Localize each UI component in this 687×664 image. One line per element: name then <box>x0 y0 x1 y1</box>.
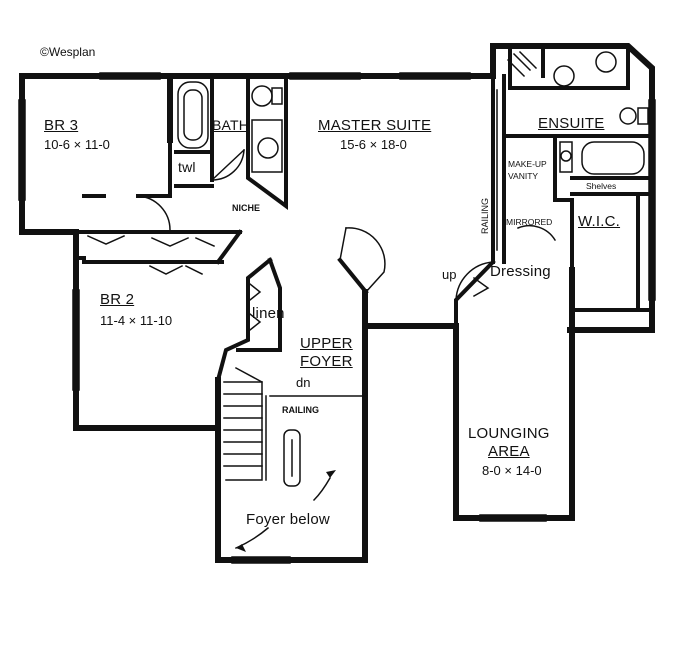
door-swings <box>87 148 557 332</box>
upper-foyer-line1: UPPER <box>300 335 353 352</box>
niche-label: NICHE <box>232 203 261 213</box>
br3-label: BR 3 <box>44 117 79 134</box>
master-suite-label: MASTER SUITE <box>318 117 432 134</box>
railing-stair-label: RAILING <box>282 405 319 415</box>
bath-fixtures <box>177 50 649 175</box>
windows <box>18 72 656 564</box>
mirrored-label: MIRRORED <box>506 217 553 227</box>
makeup-vanity-line2: VANITY <box>508 171 539 181</box>
foyer-below-label: Foyer below <box>246 511 330 528</box>
stair <box>223 366 332 549</box>
br2-label: BR 2 <box>100 291 135 308</box>
twl-label: twl <box>178 159 196 175</box>
arrow-head-2 <box>236 544 246 552</box>
copyright-text: ©Wesplan <box>40 45 96 59</box>
linen-label: linen <box>252 305 285 322</box>
exterior-walls <box>19 43 655 563</box>
master-suite-size: 15-6 × 18-0 <box>340 137 407 152</box>
arrow-head-1 <box>326 470 336 478</box>
ensuite-label: ENSUITE <box>538 115 605 132</box>
wic-label: W.I.C. <box>578 213 621 230</box>
interior-walls <box>74 44 652 383</box>
upper-foyer-line2: FOYER <box>300 353 353 370</box>
lounging-area-size: 8-0 × 14-0 <box>482 463 542 478</box>
railing-vertical-label: RAILING <box>480 197 490 234</box>
railings <box>265 89 498 481</box>
dn-label: dn <box>296 375 311 390</box>
makeup-vanity-line1: MAKE-UP <box>508 159 547 169</box>
up-label: up <box>442 267 457 282</box>
lounging-area-line2: AREA <box>488 443 530 460</box>
bath-label: BATH <box>212 117 250 133</box>
shelves-label: Shelves <box>586 181 617 191</box>
br3-size: 10-6 × 11-0 <box>44 137 110 152</box>
br2-size: 11-4 × 11-10 <box>100 313 173 328</box>
lounging-area-line1: LOUNGING <box>468 425 550 442</box>
dressing-label: Dressing <box>490 263 551 280</box>
